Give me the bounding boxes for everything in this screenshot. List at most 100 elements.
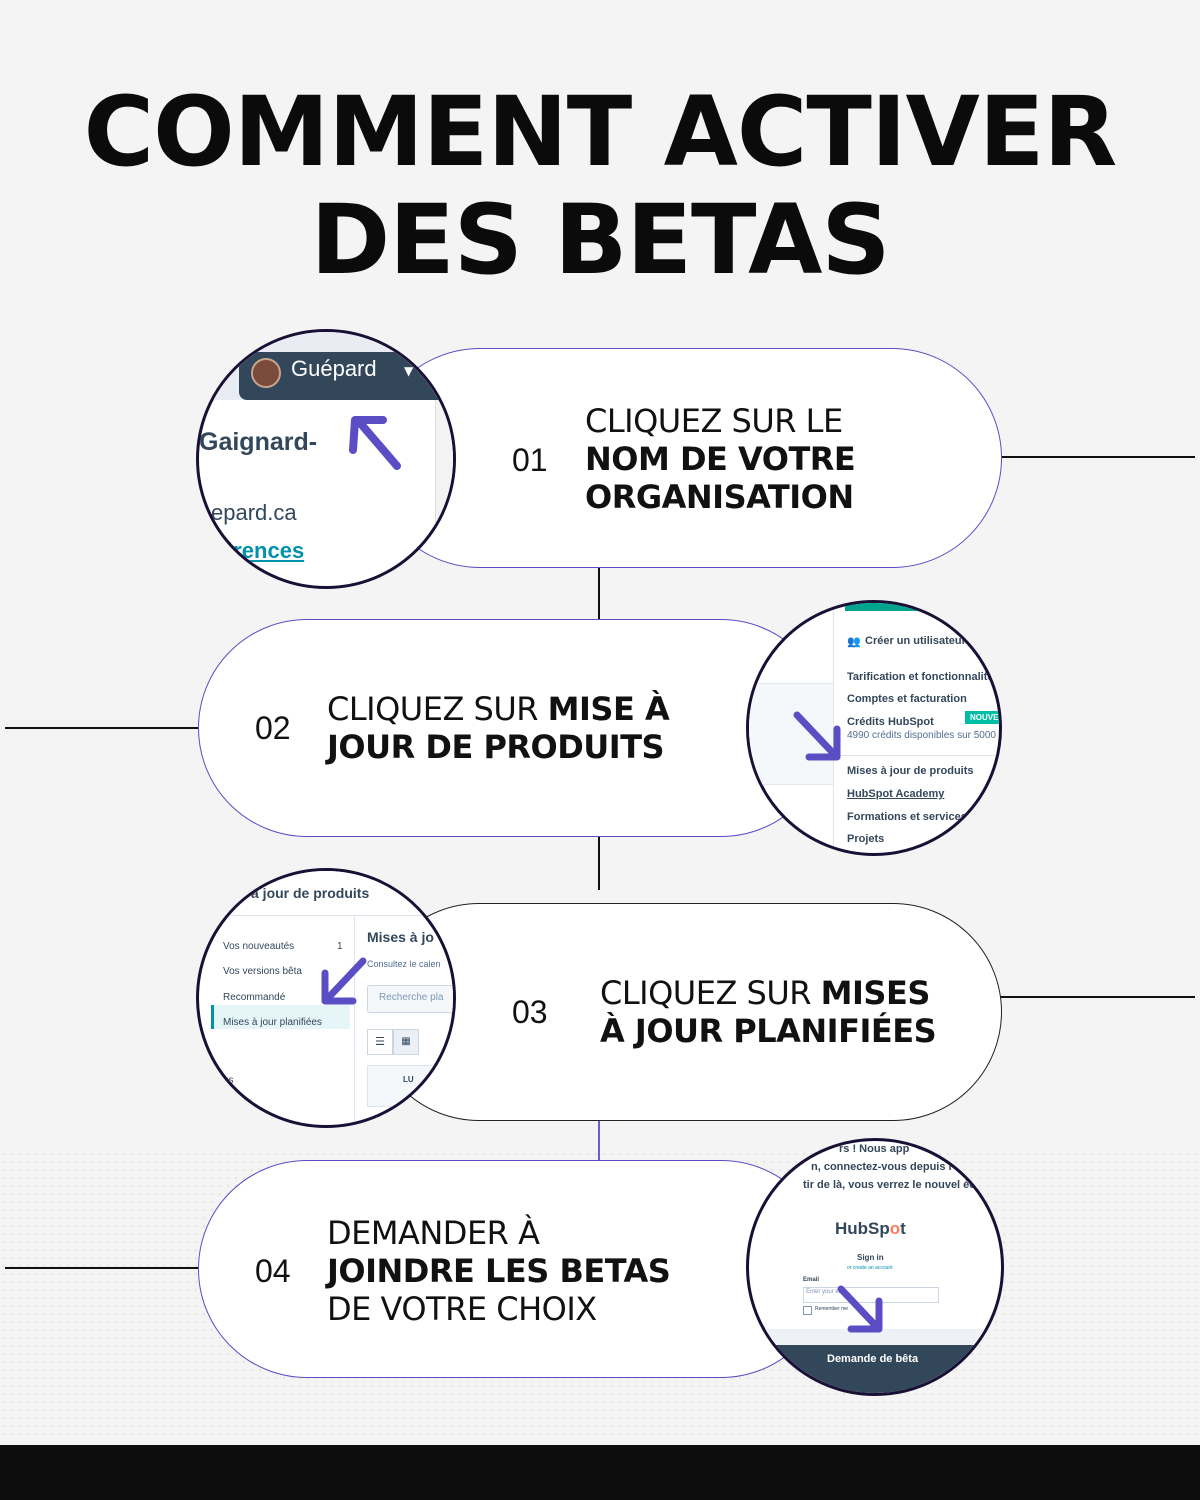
search-input[interactable]: [367, 985, 453, 1013]
search-placeholder: Recherche pla: [379, 992, 444, 1003]
connector-line: [1000, 456, 1195, 458]
step-2-text: CLIQUEZ SUR MISE À JOUR DE PRODUITS: [327, 690, 670, 766]
avatar: [251, 358, 281, 388]
calendar-icon[interactable]: ▦: [393, 1029, 419, 1055]
menu-item-academy[interactable]: HubSpot Academy: [847, 788, 945, 800]
page-title: COMMENT ACTIVER DES BETAS: [0, 78, 1200, 294]
sidebar-item-recommended[interactable]: Recommandé: [223, 992, 286, 1003]
step-4-text-line: DEMANDER À: [327, 1214, 540, 1252]
header-strip: [845, 603, 999, 611]
step-4-number: 04: [255, 1253, 291, 1289]
new-badge: NOUVE: [965, 711, 999, 724]
create-account-link[interactable]: or create an account: [847, 1265, 893, 1271]
step-1-text-bold: ORGANISATION: [585, 478, 854, 516]
logo-part: t: [900, 1219, 906, 1238]
logo-part: o: [889, 1219, 901, 1238]
sidebar-item-scheduled[interactable]: Mises à jour planifiées: [223, 1017, 322, 1028]
email-label: Email: [803, 1277, 820, 1283]
notice-text: tir de là, vous verrez le nouvel écra: [803, 1179, 986, 1191]
users-icon: 👥: [847, 636, 861, 648]
step-4-screenshot: rs ! Nous app n, connectez-vous depuis l…: [746, 1138, 1004, 1396]
step-3-text: CLIQUEZ SUR MISES À JOUR PLANIFIÉES: [600, 974, 937, 1050]
user-name: Gaignard-: [199, 428, 318, 456]
step-1-card: [370, 348, 1002, 568]
title-line-2: DES BETAS: [310, 184, 890, 296]
menu-item-projects[interactable]: Projets: [847, 833, 885, 845]
beta-request-bar[interactable]: [749, 1345, 1001, 1393]
remember-checkbox[interactable]: [803, 1306, 812, 1315]
step-3-text-bold: MISES: [820, 974, 931, 1012]
step-1-number: 01: [512, 442, 548, 478]
step-2-text-bold: MISE À: [547, 690, 670, 728]
sidebar-active-indicator: [211, 1005, 350, 1029]
email-field[interactable]: [803, 1287, 939, 1303]
step-1-text: CLIQUEZ SUR LE NOM DE VOTRE ORGANISATION: [585, 402, 856, 516]
connector-line: [5, 1267, 200, 1269]
arrow-down-right-icon: [793, 711, 841, 761]
step-4-card: [198, 1160, 830, 1378]
menu-item-product-updates[interactable]: Mises à jour de produits: [847, 765, 974, 777]
step-2-text-bold: JOUR DE PRODUITS: [327, 728, 665, 766]
step-3-text-bold: À JOUR PLANIFIÉES: [600, 1012, 937, 1050]
arrow-down-right-icon: [837, 1285, 883, 1333]
signin-heading: Sign in: [857, 1253, 884, 1262]
caret-down-icon: ▼: [404, 364, 414, 378]
sidebar-divider: [354, 915, 355, 1125]
calendar-column-label: LU: [403, 1075, 414, 1084]
menu-item-create-user[interactable]: Créer un utilisateur: [865, 635, 966, 647]
step-2-card: [198, 619, 830, 837]
step-3-number: 03: [512, 994, 548, 1030]
menu-item-pricing[interactable]: Tarification et fonctionnalité: [847, 671, 994, 683]
email-placeholder: Enter your em: [806, 1289, 844, 1295]
remember-label: Remember me: [815, 1306, 849, 1312]
preferences-link[interactable]: érences: [221, 538, 305, 563]
page-header-title: à jour de produits: [251, 885, 370, 901]
step-1-text-line: CLIQUEZ SUR LE: [585, 402, 843, 440]
step-2-screenshot: 👥 Créer un utilisateur Tarification et f…: [746, 600, 1002, 856]
step-4-text-bold: JOINDRE LES BETAS: [327, 1252, 671, 1290]
connector-line: [598, 836, 600, 890]
menu-divider: [839, 755, 999, 756]
notice-text: n, connectez-vous depuis l: [811, 1161, 952, 1173]
step-3-card: [370, 903, 1002, 1121]
main-title: Mises à jo: [367, 929, 434, 945]
connector-line: [5, 727, 200, 729]
step-3-screenshot: à jour de produits Vos nouveautés 1 Vos …: [196, 868, 456, 1128]
signin-button-area: [749, 1329, 1001, 1345]
logo-part: HubSp: [835, 1219, 890, 1238]
connector-line: [598, 1108, 600, 1160]
sidebar-item-betas[interactable]: Vos versions bêta: [223, 966, 302, 977]
sidebar-count: 1: [337, 941, 343, 952]
footer-bar: [0, 1445, 1200, 1500]
arrow-down-left-icon: [321, 957, 367, 1005]
hubspot-logo: HubSpot: [835, 1219, 906, 1239]
arrow-up-left-icon: [349, 416, 401, 470]
sidebar-item-other[interactable]: us: [223, 1075, 234, 1086]
side-panel: [435, 400, 453, 586]
sidebar-item-whats-new[interactable]: Vos nouveautés: [223, 941, 295, 952]
main-description: Consultez le calen: [367, 959, 441, 969]
org-name[interactable]: Guépard: [291, 356, 377, 381]
step-1-text-bold: NOM DE VOTRE: [585, 440, 856, 478]
page-header: [199, 871, 453, 916]
step-2-number: 02: [255, 710, 291, 746]
notice-text: rs ! Nous app: [839, 1143, 910, 1155]
menu-item-training[interactable]: Formations et services: [847, 811, 967, 823]
sidebar-item-other[interactable]: lié: [243, 1099, 254, 1110]
user-email: epard.ca: [211, 500, 297, 525]
step-2-text-plain: CLIQUEZ SUR: [327, 690, 548, 728]
step-1-screenshot: Guépard ▼ Gaignard- epard.ca érences: [196, 329, 456, 589]
connector-line: [1000, 996, 1195, 998]
menu-item-billing[interactable]: Comptes et facturation: [847, 693, 967, 705]
beta-request-button[interactable]: Demande de bêta: [827, 1353, 919, 1365]
credits-subtext: 4990 crédits disponibles sur 5000: [847, 730, 996, 741]
calendar-header: [367, 1065, 453, 1107]
step-4-text: DEMANDER À JOINDRE LES BETAS DE VOTRE CH…: [327, 1214, 671, 1328]
step-4-text-line: DE VOTRE CHOIX: [327, 1290, 597, 1328]
list-icon[interactable]: ☰: [367, 1029, 393, 1055]
title-line-1: COMMENT ACTIVER: [83, 76, 1118, 188]
step-3-text-line1: CLIQUEZ SUR MISES: [600, 974, 936, 1012]
menu-item-credits[interactable]: Crédits HubSpot: [847, 716, 934, 728]
step-3-text-plain: CLIQUEZ SUR: [600, 974, 821, 1012]
step-2-text-line1: CLIQUEZ SUR MISE À: [327, 690, 670, 728]
